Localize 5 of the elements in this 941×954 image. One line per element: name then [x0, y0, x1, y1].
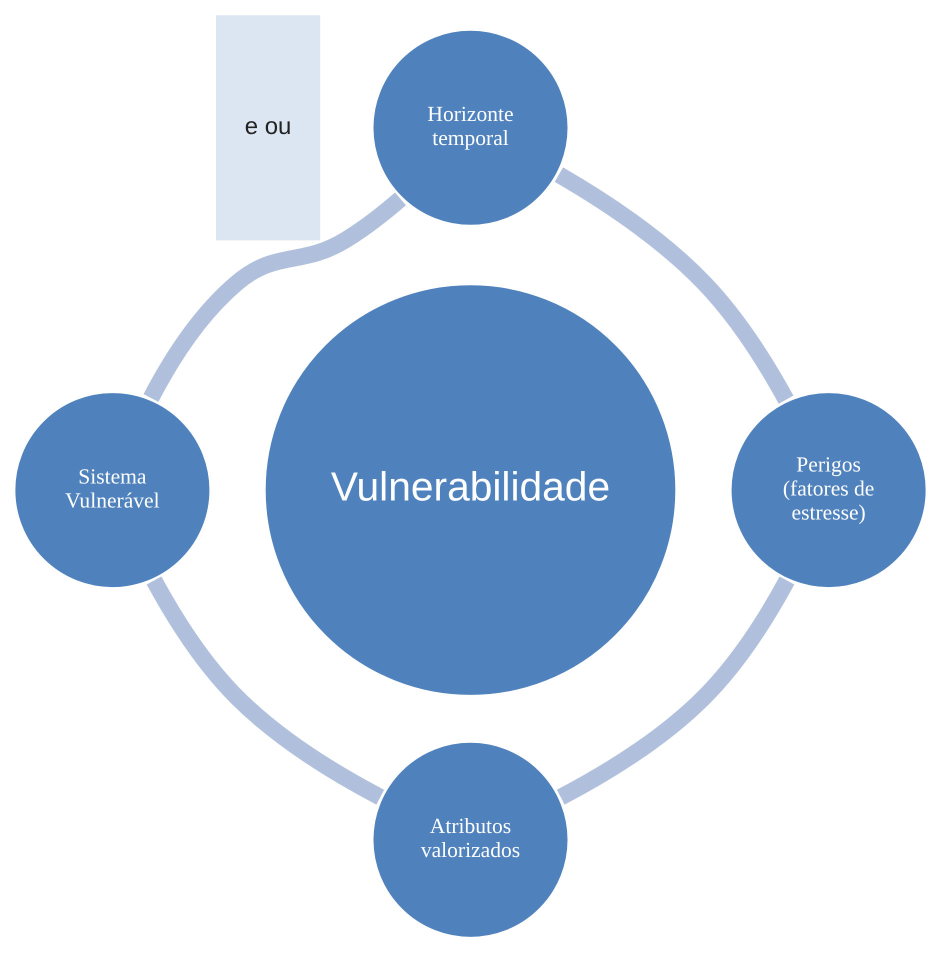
connector: [144, 192, 406, 402]
connector: [556, 576, 794, 804]
node-box: e ou: [216, 14, 320, 240]
connector: [146, 576, 384, 804]
connector: [554, 166, 794, 404]
